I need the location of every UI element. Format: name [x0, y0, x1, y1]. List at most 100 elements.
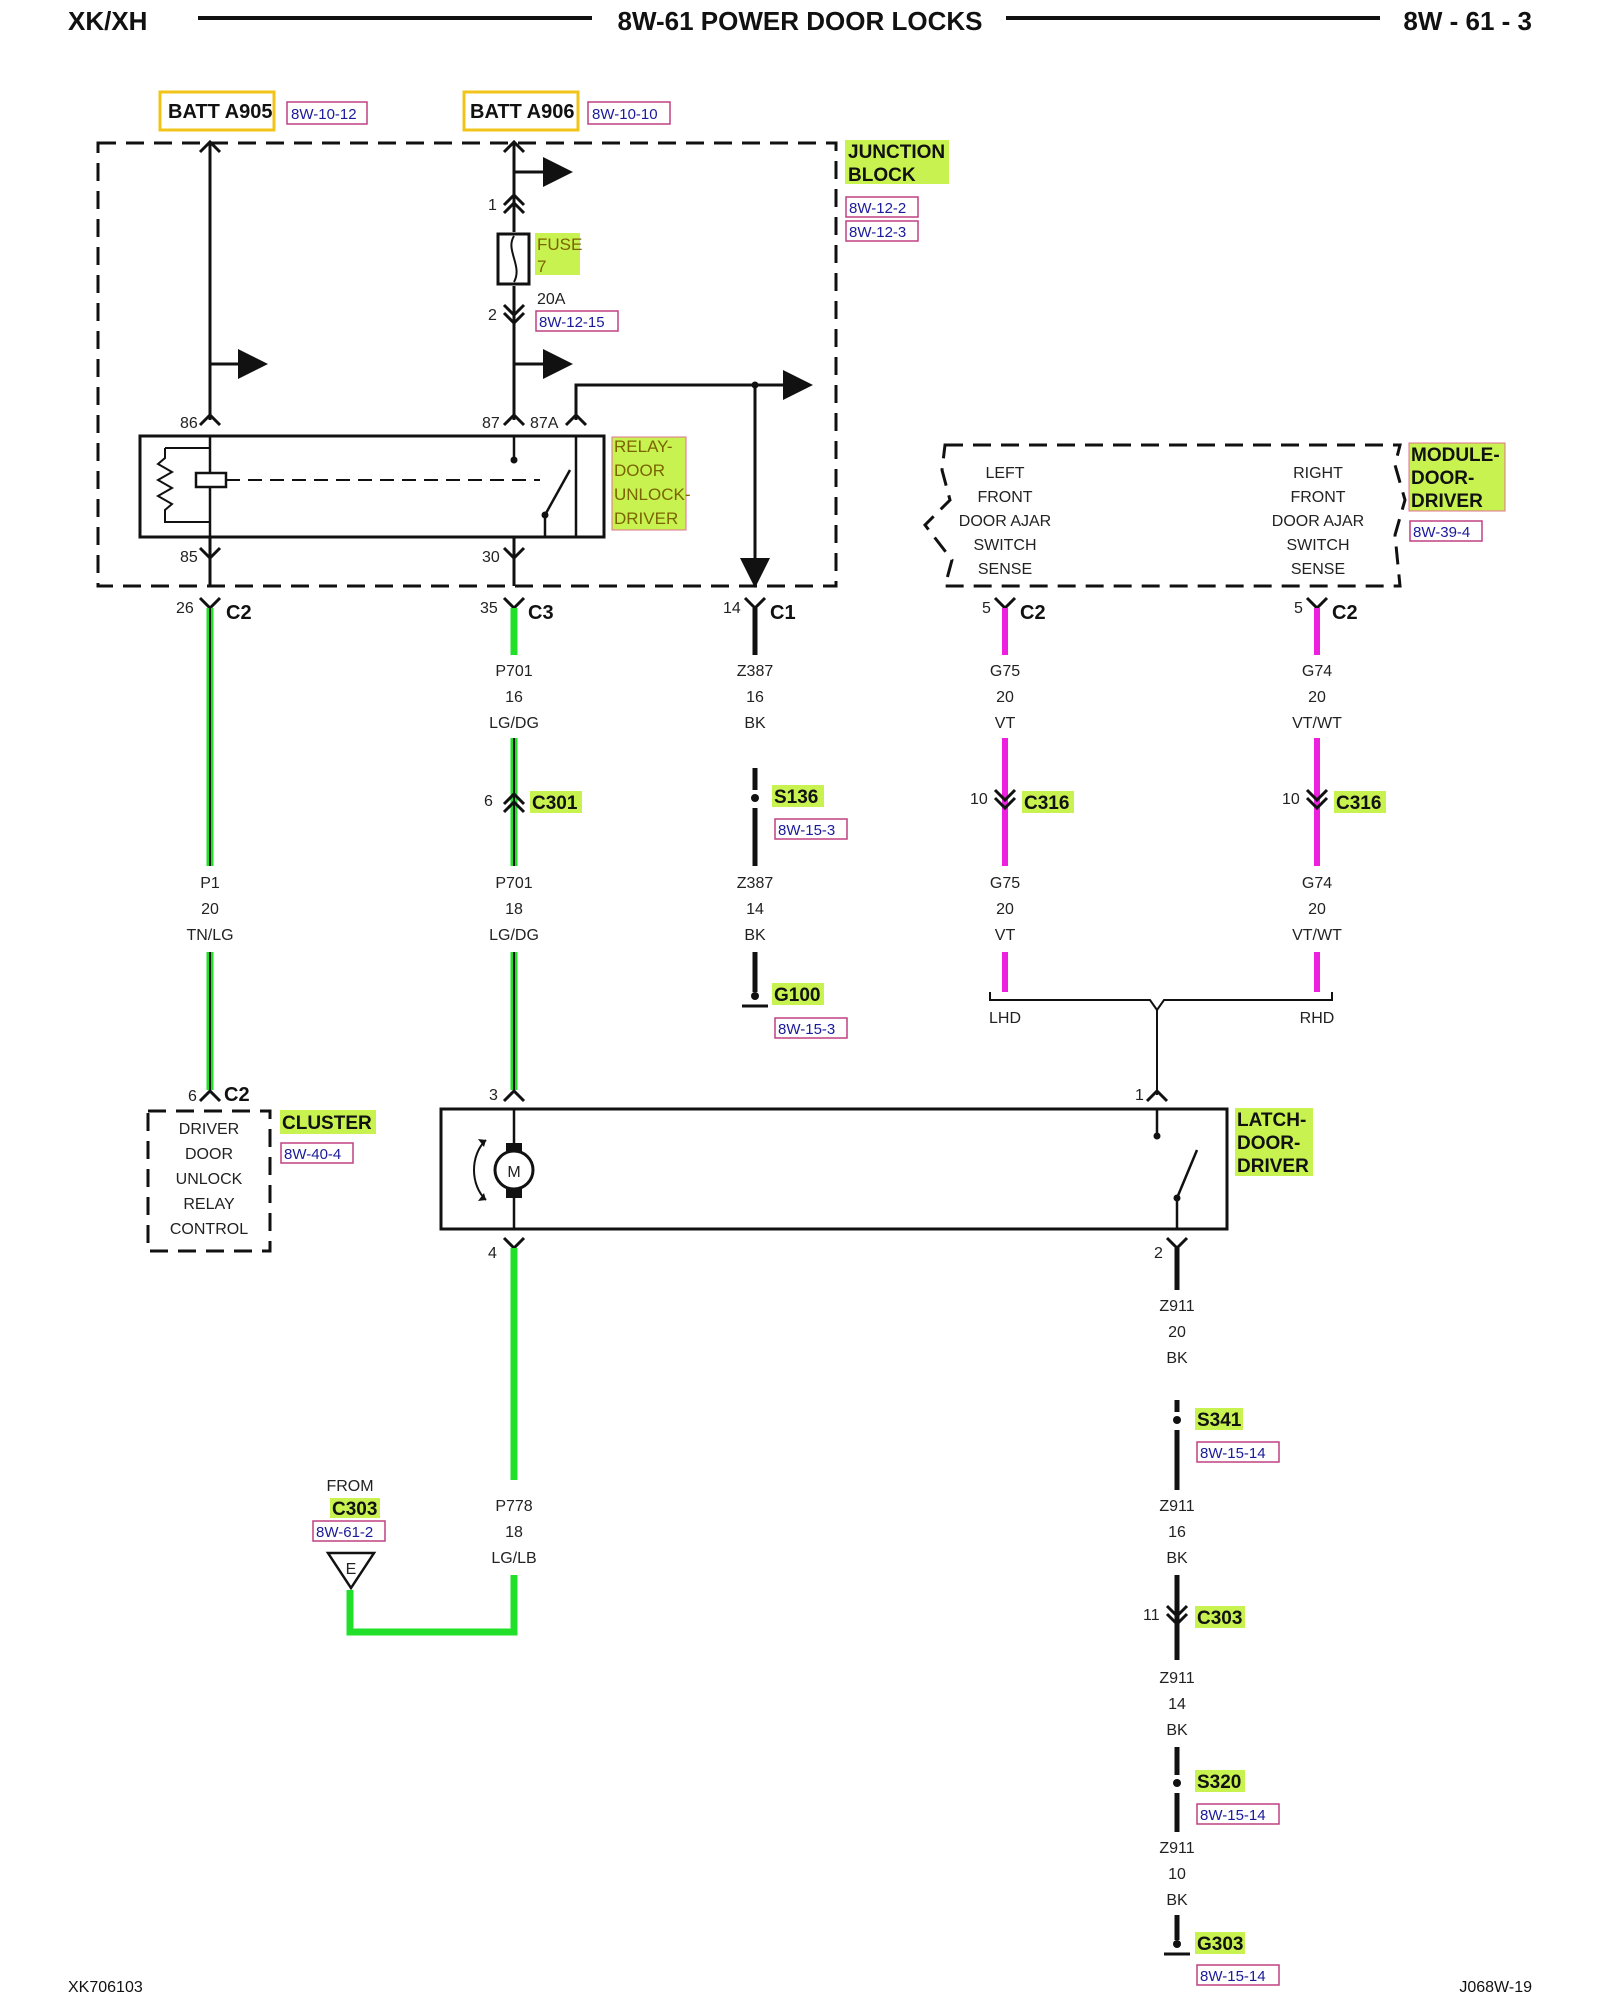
batt-a905-ref[interactable]: 8W-10-12: [291, 106, 357, 123]
a905-feed-chevron: [198, 139, 222, 154]
w2-inline-conn: C301: [532, 793, 578, 814]
module-right-2: FRONT: [1290, 489, 1345, 506]
latch-label-1: LATCH-: [1237, 1110, 1306, 1131]
junction-block-label-1: JUNCTION: [848, 142, 945, 163]
cluster-text-1: DRIVER: [179, 1121, 239, 1138]
relay-86-chevron: [198, 412, 222, 427]
lhd-rhd-merge: [989, 992, 1333, 1012]
s320-ref[interactable]: 8W-15-14: [1200, 1807, 1266, 1824]
g100-ref[interactable]: 8W-15-3: [778, 1021, 835, 1038]
w1-conn: C2: [226, 602, 252, 624]
g303-ref[interactable]: 8W-15-14: [1200, 1968, 1266, 1985]
module-left-3: DOOR AJAR: [959, 513, 1051, 530]
relay-coil-icon: [194, 471, 228, 489]
w2-gauge-2: 18: [505, 901, 523, 918]
relay-label-2: DOOR: [614, 461, 665, 480]
cluster-ref-box: [280, 1142, 354, 1164]
w4-inline-chevron: [993, 788, 1017, 811]
batt-a905-box: [158, 90, 276, 132]
w5-gauge-2: 20: [1308, 901, 1326, 918]
w4-gauge-2: 20: [996, 901, 1014, 918]
w2-color-1: LG/DG: [489, 715, 539, 732]
w5-pin: 5: [1294, 600, 1303, 617]
w4-inline-conn-bg: [1022, 791, 1074, 813]
z911-seg4-color: BK: [1166, 1892, 1188, 1909]
z911-seg4-name: Z911: [1159, 1840, 1194, 1857]
w2-inline-chevron: [502, 791, 526, 814]
fuse-label-2: 7: [537, 257, 546, 276]
header-left: XK/XH: [68, 6, 147, 36]
w3-splice-dot: [751, 794, 759, 802]
z911-seg1-name: Z911: [1159, 1298, 1194, 1315]
module-title-2: DOOR-: [1411, 468, 1474, 489]
lhd-label: LHD: [989, 1010, 1021, 1027]
c303-label: C303: [1197, 1608, 1242, 1629]
cluster-conn: C2: [224, 1084, 250, 1106]
w4-inline-pin: 10: [970, 791, 988, 808]
w3-pin-chevron: [743, 596, 767, 611]
w3-splice: S136: [774, 787, 818, 808]
w3-splice-ref[interactable]: 8W-15-3: [778, 822, 835, 839]
w3-pin: 14: [723, 600, 741, 617]
fuse-element-icon: [510, 235, 518, 283]
w1-color: TN/LG: [186, 927, 233, 944]
relay-pin-87: 87: [482, 415, 500, 432]
fuse-pin1-chevron: [502, 192, 526, 215]
cluster-ref[interactable]: 8W-40-4: [284, 1146, 341, 1163]
jb-ref-1[interactable]: 8W-12-2: [849, 200, 906, 217]
relay-30-chevron: [502, 546, 526, 561]
offpage-connector-letter: E: [346, 1561, 357, 1578]
module-left-4: SWITCH: [973, 537, 1036, 554]
header-title: 8W-61 POWER DOOR LOCKS: [618, 6, 983, 36]
c303-chevron: [1165, 1604, 1189, 1627]
w1-gauge: 20: [201, 901, 219, 918]
module-ref[interactable]: 8W-39-4: [1413, 524, 1470, 541]
motor-label: M: [507, 1164, 520, 1181]
relay-box: [138, 434, 606, 539]
relay-pin-86: 86: [180, 415, 198, 432]
jb-ref-2[interactable]: 8W-12-3: [849, 224, 906, 241]
g100-label: G100: [774, 985, 820, 1006]
latch-label-2: DOOR-: [1237, 1133, 1300, 1154]
fuse-ref[interactable]: 8W-12-15: [539, 314, 605, 331]
lower-left-c303: C303: [332, 1499, 377, 1520]
latch-switch-dot-top: [1153, 1132, 1161, 1140]
w3-name-1: Z387: [737, 663, 774, 680]
relay-pin-30: 30: [482, 549, 500, 566]
cluster-label-bg: [280, 1110, 376, 1134]
relay-label-3: UNLOCK-: [614, 485, 691, 504]
fuse-pin-bottom: 2: [488, 307, 497, 324]
fuse-label-1: FUSE: [537, 235, 582, 254]
p778-name: P778: [495, 1498, 532, 1515]
lower-left-ref[interactable]: 8W-61-2: [316, 1524, 373, 1541]
w2-inline-pin: 6: [484, 793, 493, 810]
module-right-4: SWITCH: [1286, 537, 1349, 554]
p778-color: LG/LB: [491, 1550, 536, 1567]
s341-label: S341: [1197, 1410, 1242, 1431]
cluster-box: [146, 1109, 272, 1253]
s341-ref[interactable]: 8W-15-14: [1200, 1445, 1266, 1462]
w5-name-2: G74: [1302, 875, 1332, 892]
rhd-label: RHD: [1300, 1010, 1335, 1027]
module-ref-box: [1409, 520, 1483, 542]
module-left-2: FRONT: [977, 489, 1032, 506]
latch-pin3: 3: [489, 1087, 498, 1104]
cluster-text-3: UNLOCK: [176, 1171, 243, 1188]
w4-name-1: G75: [990, 663, 1020, 680]
latch-pin4-chevron: [502, 1236, 526, 1251]
footer-right: J068W-19: [1459, 1979, 1532, 1996]
batt-a906-ref[interactable]: 8W-10-10: [592, 106, 658, 123]
w2-color-2: LG/DG: [489, 927, 539, 944]
w3-splice-bg: [772, 785, 824, 807]
motor-icon: [493, 1149, 535, 1191]
w4-pin: 5: [982, 600, 991, 617]
junction-block-box: [96, 141, 838, 588]
87a-junction-dot: [751, 381, 759, 389]
w5-inline-pin: 10: [1282, 791, 1300, 808]
w4-color-1: VT: [995, 715, 1016, 732]
s341-dot: [1173, 1416, 1181, 1424]
module-left-1: LEFT: [985, 465, 1024, 482]
latch-label-3: DRIVER: [1237, 1156, 1309, 1177]
w2-pin-chevron: [502, 596, 526, 611]
